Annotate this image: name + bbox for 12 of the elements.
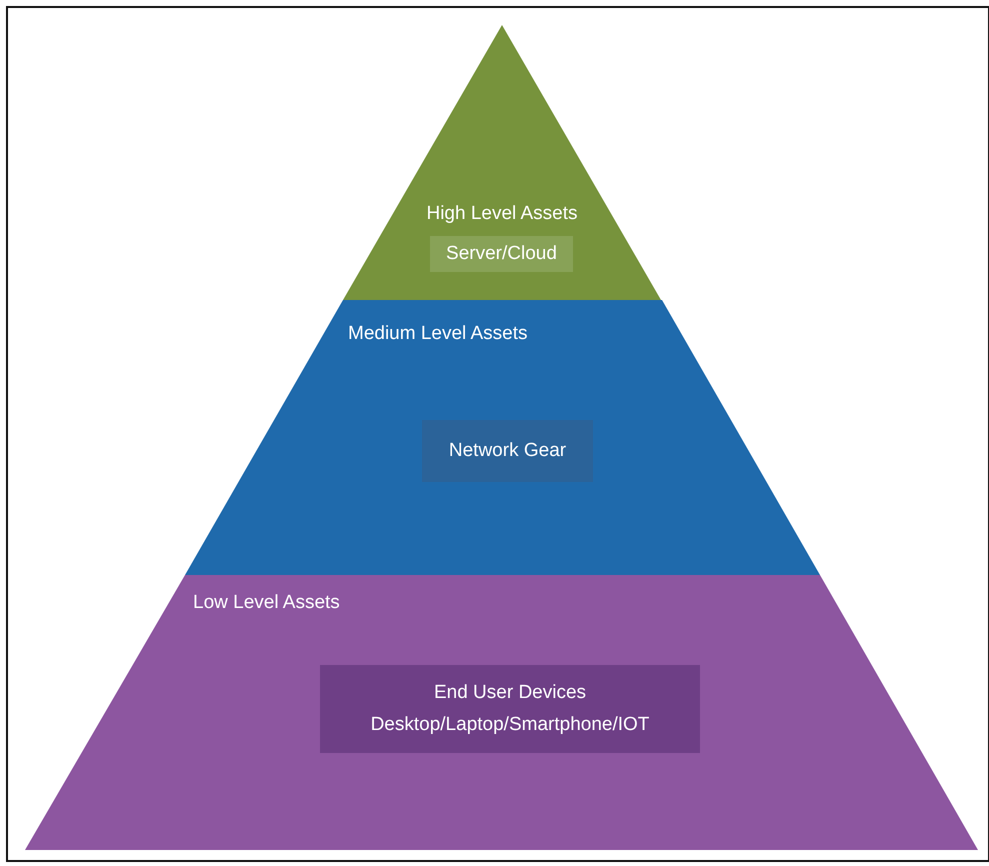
pyramid-tier (25, 575, 978, 850)
asset-box (430, 236, 573, 272)
asset-label: Network Gear (448, 440, 566, 462)
asset-label: Desktop/Laptop/Smartphone/IOT (370, 714, 650, 736)
asset-label: End User Devices (434, 682, 586, 704)
pyramid-tier (185, 300, 820, 575)
tier-title: Low Level Assets (193, 592, 340, 614)
tier-title: High Level Assets (426, 203, 578, 225)
pyramid-tier (343, 25, 661, 300)
tier-title: Medium Level Assets (348, 323, 528, 345)
asset-label: Server/Cloud (446, 243, 557, 265)
asset-box (320, 665, 700, 753)
